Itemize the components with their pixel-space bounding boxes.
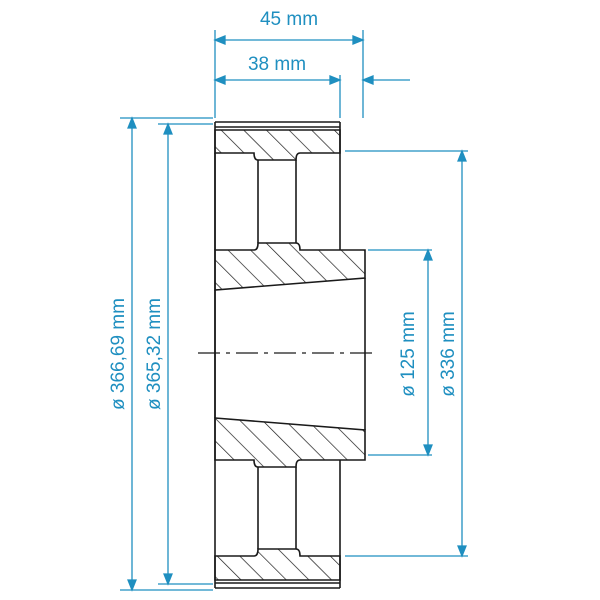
label-pitch-diameter: ø 365,32 mm [144, 298, 165, 410]
label-hub-diameter: ø 336 mm [438, 311, 459, 397]
dimension-lines [120, 30, 468, 592]
bottom-rim-section [214, 548, 341, 581]
hatched-sections [214, 129, 366, 581]
label-total-width: 45 mm [260, 9, 318, 30]
bottom-hub-section [214, 417, 366, 468]
top-hub-section [214, 242, 366, 291]
label-outer-diameter: ø 366,69 mm [108, 298, 129, 410]
label-hub-width: 38 mm [248, 54, 306, 75]
label-bore-diameter: ø 125 mm [398, 311, 419, 397]
pulley-body [214, 121, 341, 589]
top-rim-section [214, 129, 341, 161]
web-pockets [214, 153, 366, 556]
